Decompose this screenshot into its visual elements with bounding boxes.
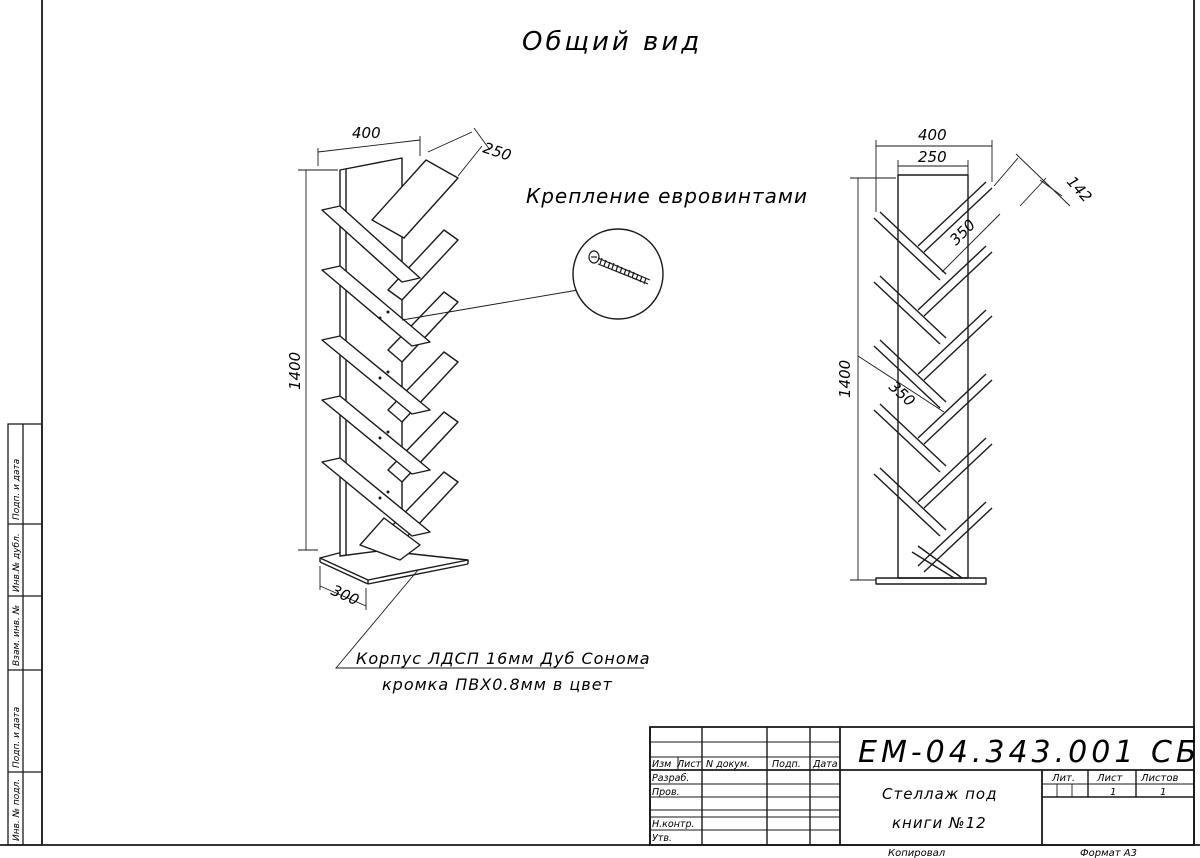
screw-icon [588,250,651,285]
role-checker: Пров. [652,787,680,798]
front-view [873,174,993,585]
screw-marks [378,310,390,500]
dim-inner-front: 250 [918,148,947,166]
side-label-dup-inv: Инв.№ дубл. [12,533,22,592]
fastening-note: Крепление евровинтами [526,184,808,208]
lit-label: Лит. [1051,773,1075,784]
sheet-label: Лист [1096,773,1124,784]
material-note-edge: кромка ПВХ0.8мм в цвет [382,675,613,694]
role-developer: Разраб. [652,773,689,784]
col-header-date: Дата [812,759,838,770]
dim-width-front: 400 [918,126,947,144]
side-label-original-inv: Инв. № подл. [12,779,22,841]
side-label-sign-date-bottom: Подп. и дата [12,707,22,768]
product-name-line-1: Стеллаж под [882,785,997,803]
product-name-line-2: книги №12 [892,814,987,832]
format-label: Формат А3 [1080,848,1137,858]
col-header-change: Изм [652,759,671,770]
side-label-replace-inv: Взам. инв. № [12,605,22,666]
sheets-label: Листов [1140,773,1178,784]
material-note-body: Корпус ЛДСП 16мм Дуб Сонома [356,649,651,668]
dim-depth-left: 250 [481,139,514,165]
role-approved: Утв. [652,833,672,844]
role-norm-control: Н.контр. [652,819,695,830]
side-stamp [7,423,43,846]
col-header-doc-no: N докум. [706,759,750,770]
front-base [875,577,987,585]
left-shelves [321,205,431,561]
side-label-sign-date-top: Подп. и дата [12,459,22,520]
dim-edge-front: 142 [1063,173,1096,206]
dim-width-left: 400 [352,124,381,142]
copied-by-label: Копировал [888,848,946,858]
eurovint-screw-detail [572,228,664,320]
col-header-sheet: Лист [676,759,702,770]
doc-number: ЕМ-04.343.001 СБ [858,735,1200,770]
right-shelves [371,159,459,543]
dim-height-front: 1400 [836,360,854,398]
front-right-shelves [917,181,993,573]
front-dimensions [850,140,1071,581]
front-left-shelves [873,211,963,579]
sheets-value: 1 [1160,787,1166,798]
dim-height-left: 1400 [286,352,304,390]
isometric-view [319,157,469,585]
dim-shelf-top-front: 350 [946,216,979,249]
drawing-title: Общий вид [522,27,702,57]
col-header-sign: Подп. [772,759,801,770]
title-block [649,726,1195,846]
dim-base-left: 300 [328,581,361,609]
sheet-value: 1 [1110,787,1116,798]
isometric-dimensions [298,127,644,669]
